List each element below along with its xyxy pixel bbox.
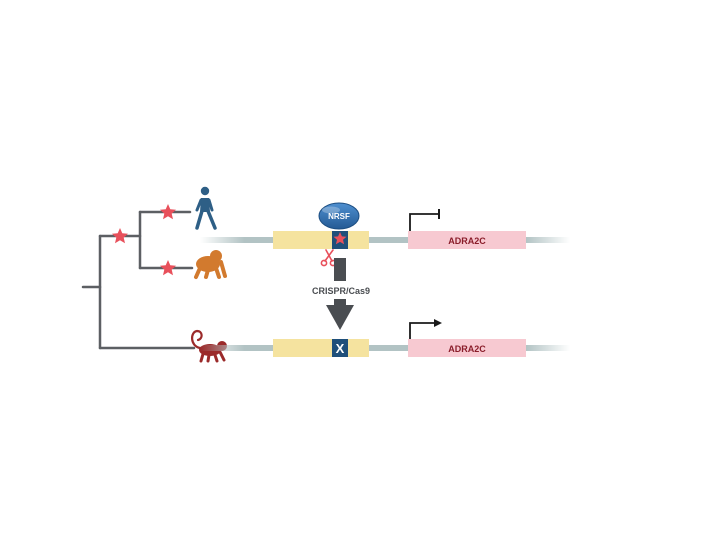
gene-label-top: ADRA2C — [448, 236, 486, 246]
bottom-locus: X ADRA2C — [200, 319, 570, 357]
star-icon — [112, 228, 128, 244]
nrsf-label: NRSF — [328, 212, 350, 221]
crispr-arrow — [326, 258, 354, 330]
nrsf-repressor: NRSF — [318, 202, 360, 230]
enhancer-box-bottom — [273, 339, 369, 357]
star-icon — [333, 232, 347, 245]
scissors-icon — [320, 249, 337, 267]
star-icon — [160, 204, 176, 220]
phylogenetic-tree — [81, 210, 196, 350]
gene-box-bottom — [408, 339, 526, 357]
enhancer-box-top — [273, 231, 369, 249]
gene-label-bottom: ADRA2C — [448, 344, 486, 354]
dna-strand-bottom — [200, 345, 570, 351]
dna-strand-top — [200, 237, 570, 243]
crispr-cas9-label: CRISPR/Cas9 — [312, 286, 370, 296]
chimpanzee-icon — [194, 250, 227, 279]
knockout-site-box — [332, 339, 348, 357]
repressed-promoter-icon — [409, 213, 439, 231]
active-promoter-arrow-icon — [409, 322, 436, 339]
gene-box-top — [408, 231, 526, 249]
star-icon — [160, 260, 176, 276]
walking-human-icon — [195, 186, 217, 230]
knockout-mark: X — [336, 341, 345, 356]
tree-stars — [112, 204, 176, 276]
top-locus: ADRA2C NRSF — [200, 202, 570, 249]
